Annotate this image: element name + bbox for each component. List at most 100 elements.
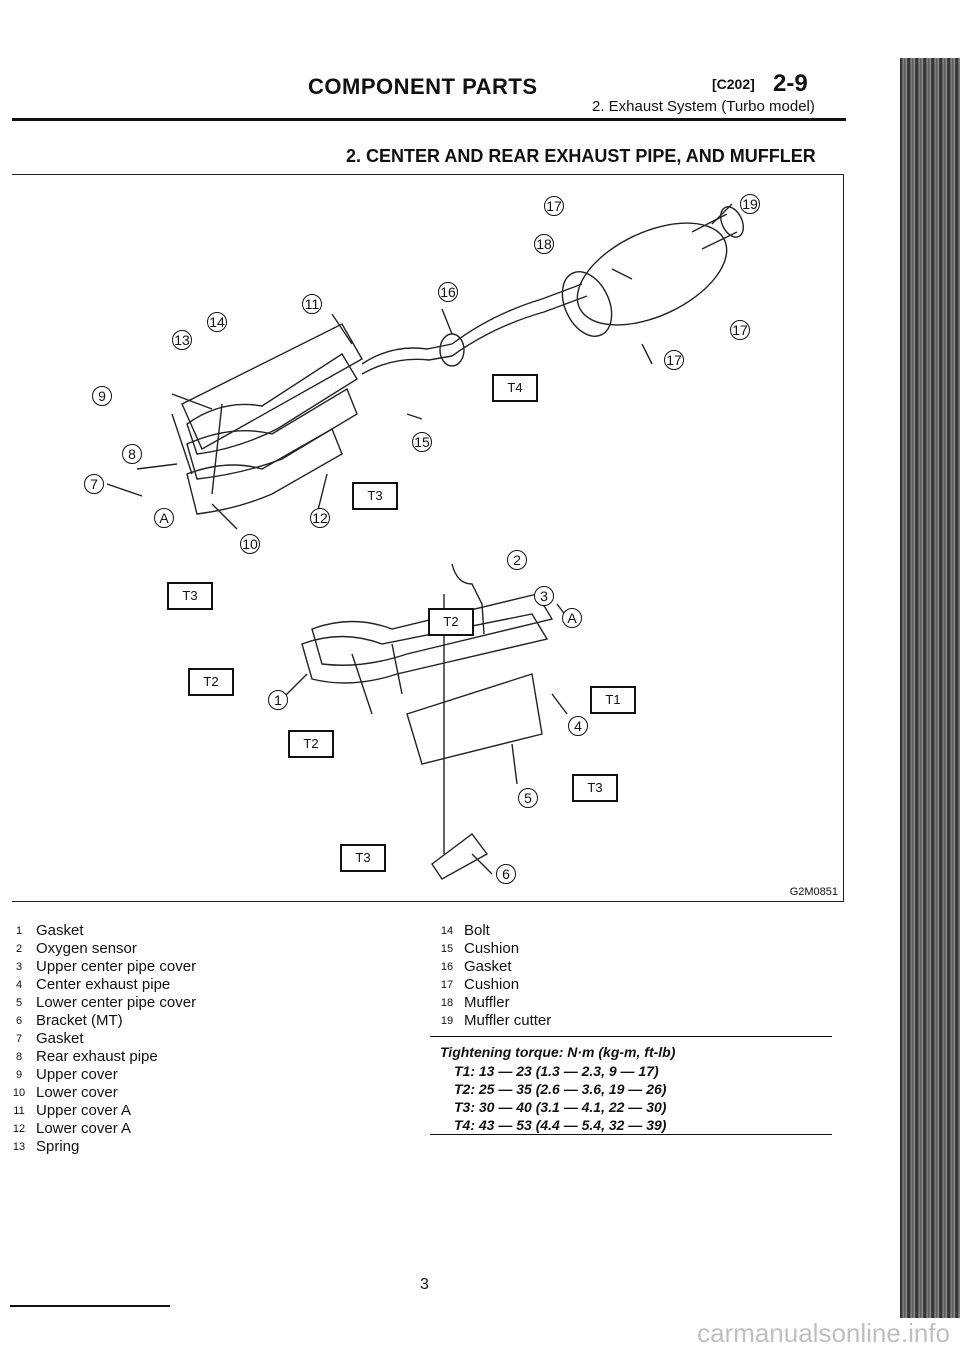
list-item: 17 Cushion	[440, 976, 551, 994]
legend-number: 15	[440, 943, 454, 955]
legend-number: 6	[15, 1015, 23, 1027]
legend-number: 12	[12, 1123, 26, 1135]
torque-box-t4: T4	[492, 374, 538, 402]
page-reference: 2-9	[773, 70, 808, 97]
legend-label: Center exhaust pipe	[36, 976, 171, 993]
legend-label: Upper cover A	[36, 1102, 132, 1119]
callout-1: 1	[268, 690, 288, 710]
list-item: 11 Upper cover A	[12, 1102, 196, 1120]
upper-cover-a-shape	[181, 323, 363, 450]
legend-label: Bracket (MT)	[36, 1012, 123, 1029]
torque-box-t2-left: T2	[188, 668, 234, 696]
callout-11: 11	[302, 294, 322, 314]
list-item: 3 Upper center pipe cover	[12, 958, 196, 976]
callout-17-bottom: 17	[664, 350, 684, 370]
torque-spec: Tightening torque: N·m (kg-m, ft-lb) T1:…	[440, 1043, 675, 1134]
legend-number: 9	[15, 1069, 23, 1081]
legend-label: Muffler cutter	[464, 1012, 552, 1029]
legend-label: Gasket	[36, 922, 84, 939]
scan-edge-strip	[900, 58, 960, 1318]
list-item: 15 Cushion	[440, 940, 551, 958]
watermark: carmanualsonline.info	[697, 1318, 950, 1348]
lower-center-cover-shape	[406, 673, 543, 765]
callout-12: 12	[310, 508, 330, 528]
legend-label: Rear exhaust pipe	[36, 1048, 158, 1065]
callout-17-right: 17	[730, 320, 750, 340]
list-item: 6 Bracket (MT)	[12, 1012, 196, 1030]
exhaust-drawing	[106, 203, 745, 880]
callout-18: 18	[534, 234, 554, 254]
legend-label: Lower cover	[36, 1084, 118, 1101]
callout-3: 3	[534, 586, 554, 606]
figure-border-top	[12, 174, 844, 175]
section-title: 2. CENTER AND REAR EXHAUST PIPE, AND MUF…	[346, 146, 816, 166]
callout-10: 10	[240, 534, 260, 554]
torque-box-t1: T1	[590, 686, 636, 714]
legend-number: 8	[15, 1051, 23, 1063]
torque-title: Tightening torque: N·m (kg-m, ft-lb)	[440, 1044, 676, 1060]
list-item: 9 Upper cover	[12, 1066, 196, 1084]
callout-19: 19	[740, 194, 760, 214]
footer-rule	[10, 1305, 170, 1307]
torque-rule-top	[430, 1036, 832, 1037]
callout-a-right: A	[562, 608, 582, 628]
figure-border-right	[843, 174, 844, 902]
callout-a-left: A	[154, 508, 174, 528]
list-item: 12 Lower cover A	[12, 1120, 196, 1138]
callout-16: 16	[438, 282, 458, 302]
figure-border-bottom	[12, 901, 844, 902]
page-title: COMPONENT PARTS	[308, 74, 538, 99]
torque-row-t1: T1: 13 — 23 (1.3 — 2.3, 9 — 17)	[454, 1063, 659, 1079]
legend-label: Cushion	[464, 940, 520, 957]
torque-box-t2-lower: T2	[288, 730, 334, 758]
callout-17-top: 17	[544, 196, 564, 216]
callout-15: 15	[412, 432, 432, 452]
callout-5: 5	[518, 788, 538, 808]
legend-label: Lower cover A	[36, 1120, 132, 1137]
legend-label: Upper cover	[36, 1066, 118, 1083]
torque-row-t4: T4: 43 — 53 (4.4 — 5.4, 32 — 39)	[454, 1117, 667, 1133]
torque-row-t3: T3: 30 — 40 (3.1 — 4.1, 22 — 30)	[454, 1099, 667, 1115]
page-number: 3	[420, 1276, 429, 1293]
legend-number: 4	[15, 979, 23, 991]
callout-2: 2	[507, 550, 527, 570]
section-code: [C202]	[712, 76, 755, 92]
torque-box-t3-bottom: T3	[340, 844, 386, 872]
legend-label: Upper center pipe cover	[36, 958, 197, 975]
legend-number: 1	[15, 925, 23, 937]
torque-box-t2-sensor: T2	[428, 608, 474, 636]
legend-label: Cushion	[464, 976, 520, 993]
exploded-diagram: 13 14 11 9 8 7 A 10 12 15 16 17 18 19 17…	[12, 174, 844, 902]
torque-row-t2: T2: 25 — 35 (2.6 — 3.6, 19 — 26)	[454, 1081, 667, 1097]
callout-9: 9	[92, 386, 112, 406]
list-item: 4 Center exhaust pipe	[12, 976, 196, 994]
torque-box-t3-right: T3	[572, 774, 618, 802]
legend-label: Gasket	[464, 958, 512, 975]
legend-number: 2	[15, 943, 23, 955]
list-item: 8 Rear exhaust pipe	[12, 1048, 196, 1066]
legend-number: 17	[440, 979, 454, 991]
list-item: 14 Bolt	[440, 922, 551, 940]
legend-number: 19	[440, 1015, 454, 1027]
header-rule	[12, 118, 846, 121]
callout-4: 4	[568, 716, 588, 736]
torque-box-t3-left: T3	[167, 582, 213, 610]
legend-number: 11	[13, 1105, 25, 1117]
legend-number: 14	[440, 925, 454, 937]
callout-13: 13	[172, 330, 192, 350]
legend-label: Spring	[36, 1138, 80, 1155]
callout-8: 8	[122, 444, 142, 464]
legend-label: Muffler	[464, 994, 510, 1011]
legend-number: 3	[15, 961, 23, 973]
figure-code: G2M0851	[789, 886, 838, 898]
legend-label: Bolt	[464, 922, 490, 939]
